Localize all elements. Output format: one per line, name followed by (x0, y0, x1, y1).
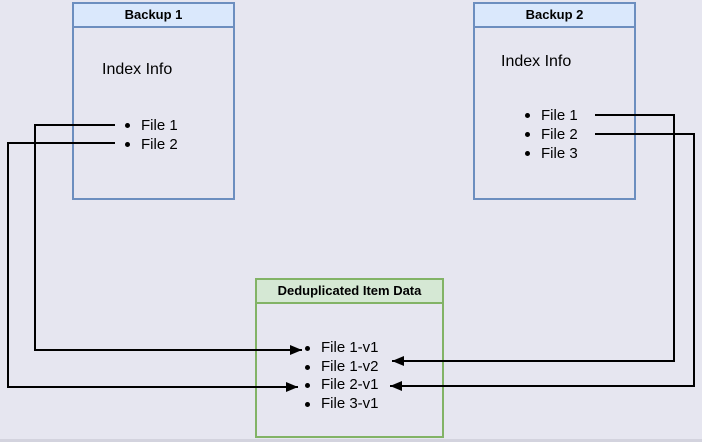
dedup-item-list: File 1-v1 File 1-v2 File 2-v1 File 3-v1 (302, 339, 379, 413)
backup2-title: Backup 2 (475, 4, 634, 28)
backup2-file-1: File 1 (522, 106, 578, 125)
dedup-title: Deduplicated Item Data (257, 280, 442, 304)
dedup-item-file2v1: File 2-v1 (302, 376, 379, 395)
backup2-index-info-label: Index Info (501, 53, 572, 70)
backup1-box: Backup 1 (72, 2, 235, 200)
backup1-title: Backup 1 (74, 4, 233, 28)
backup2-box: Backup 2 (473, 2, 636, 200)
backup2-file-list: File 1 File 2 File 3 (522, 106, 578, 163)
backup1-file-1: File 1 (122, 116, 178, 135)
dedup-item-file3v1: File 3-v1 (302, 395, 379, 414)
backup2-file-2: File 2 (522, 125, 578, 144)
backup1-file-list: File 1 File 2 (122, 116, 178, 154)
window-bottom-edge (0, 439, 702, 442)
backup1-index-info-label: Index Info (102, 61, 173, 78)
backup1-file-2: File 2 (122, 135, 178, 154)
dedup-item-file1v2: File 1-v2 (302, 358, 379, 377)
backup2-file-3: File 3 (522, 144, 578, 163)
dedup-item-file1v1: File 1-v1 (302, 339, 379, 358)
